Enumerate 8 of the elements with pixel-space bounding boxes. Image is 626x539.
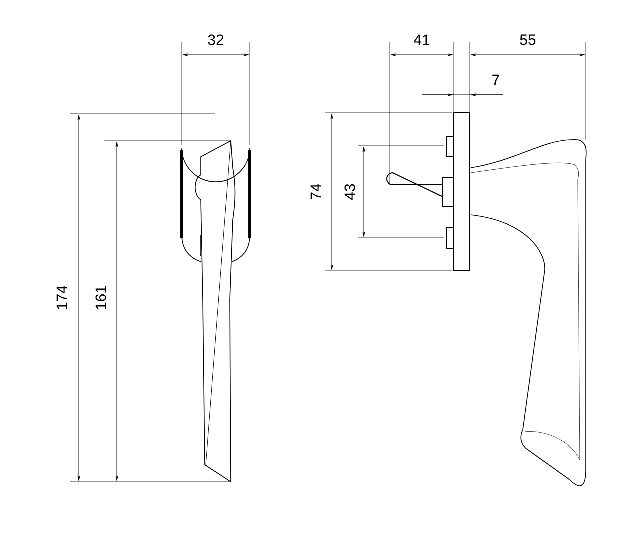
dimension-label: 43 — [344, 184, 356, 200]
dimension-label: 55 — [520, 34, 536, 46]
dimension-label: 7 — [492, 74, 500, 86]
dimension-label: 174 — [56, 286, 68, 310]
dimension-label: 41 — [414, 34, 430, 46]
dimension-label: 74 — [310, 184, 322, 200]
dimension-label: 32 — [208, 34, 224, 46]
dimension-label: 161 — [96, 286, 106, 310]
